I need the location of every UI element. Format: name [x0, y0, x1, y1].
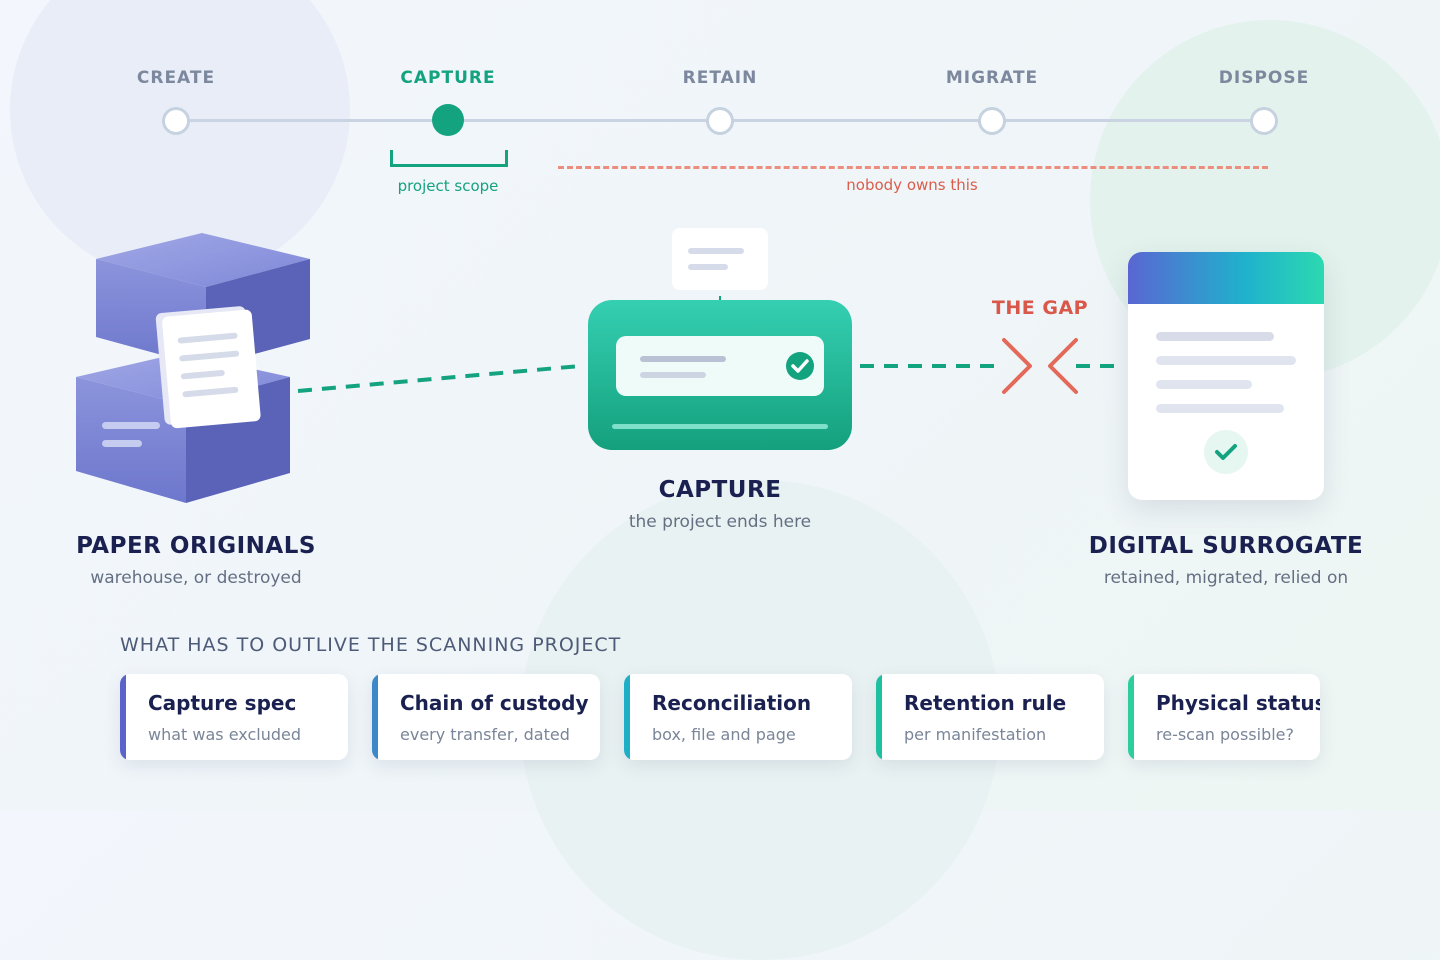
- document-line: [1156, 356, 1296, 365]
- capture-subtitle: the project ends here: [628, 512, 812, 532]
- project-scope-bracket: [390, 150, 508, 167]
- requirement-subtitle: what was excluded: [148, 725, 301, 744]
- outlive-section-heading: WHAT HAS TO OUTLIVE THE SCANNING PROJECT: [120, 634, 622, 656]
- requirement-subtitle: box, file and page: [652, 725, 796, 744]
- card-accent-bar: [372, 674, 378, 760]
- stage-node-create: [162, 107, 190, 135]
- digital-surrogate-card: [1128, 252, 1324, 500]
- stage-node-capture: [432, 104, 464, 136]
- digital-surrogate-subtitle: retained, migrated, relied on: [1103, 568, 1349, 588]
- gap-label: THE GAP: [991, 297, 1089, 319]
- card-accent-bar: [1128, 674, 1134, 760]
- gap-left-chevron-icon: [1048, 338, 1078, 394]
- requirement-title: Physical status: [1156, 691, 1320, 715]
- requirement-card-retention-rule: Retention rule per manifestation: [876, 674, 1104, 760]
- requirement-subtitle: every transfer, dated: [400, 725, 570, 744]
- scanner-icon: [588, 228, 852, 450]
- requirement-title: Reconciliation: [652, 691, 812, 715]
- stage-node-retain: [706, 107, 734, 135]
- gap-right-chevron-icon: [1002, 338, 1032, 394]
- requirement-subtitle: per manifestation: [904, 725, 1047, 744]
- card-accent-bar: [120, 674, 126, 760]
- card-accent-bar: [876, 674, 882, 760]
- project-scope-label: project scope: [397, 177, 499, 195]
- requirement-title: Capture spec: [148, 691, 297, 715]
- stage-label-migrate: MIGRATE: [945, 68, 1039, 88]
- background-blob: [10, 0, 350, 280]
- stage-node-dispose: [1250, 107, 1278, 135]
- requirement-card-capture-spec: Capture spec what was excluded: [120, 674, 348, 760]
- flow-connectors: [297, 338, 1124, 394]
- unowned-label: nobody owns this: [846, 176, 978, 194]
- stage-node-migrate: [978, 107, 1006, 135]
- capture-title: CAPTURE: [658, 477, 782, 503]
- check-icon: [1204, 430, 1248, 474]
- paper-originals-title: PAPER ORIGINALS: [76, 533, 316, 559]
- document-line: [1156, 380, 1252, 389]
- unowned-dashed-line: [558, 166, 1268, 169]
- paper-to-capture-connector: [297, 364, 581, 393]
- stage-label-retain: RETAIN: [682, 68, 758, 88]
- stage-label-dispose: DISPOSE: [1218, 68, 1310, 88]
- paper-originals-subtitle: warehouse, or destroyed: [90, 568, 302, 588]
- requirement-subtitle: re-scan possible?: [1156, 725, 1295, 744]
- card-accent-bar: [624, 674, 630, 760]
- document-line: [1156, 332, 1274, 341]
- requirement-title: Chain of custody: [400, 691, 589, 715]
- requirement-card-chain-of-custody: Chain of custody every transfer, dated: [372, 674, 600, 760]
- stage-label-create: CREATE: [136, 68, 216, 88]
- stage-label-capture: CAPTURE: [400, 68, 496, 88]
- document-line: [1156, 404, 1284, 413]
- requirement-card-reconciliation: Reconciliation box, file and page: [624, 674, 852, 760]
- requirement-card-physical-status: Physical status re-scan possible?: [1128, 674, 1320, 760]
- requirement-title: Retention rule: [904, 691, 1067, 715]
- digital-surrogate-title: DIGITAL SURROGATE: [1088, 533, 1364, 559]
- paper-boxes-icon: [76, 233, 310, 503]
- document-header-bar: [1128, 252, 1324, 304]
